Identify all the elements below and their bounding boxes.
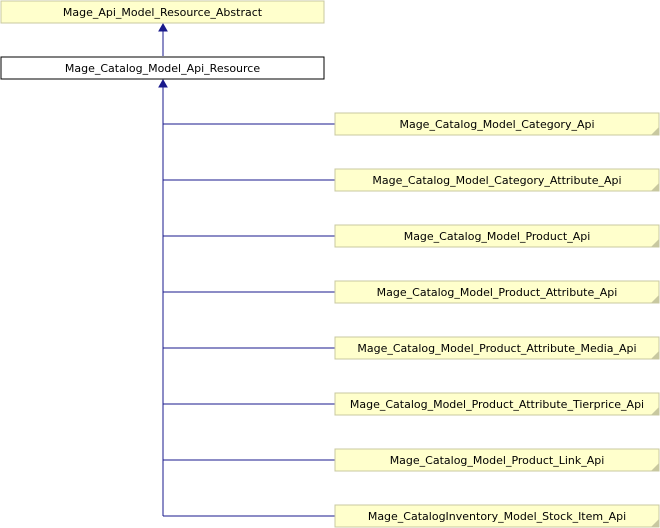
derived-class-0[interactable]: Mage_Catalog_Model_Category_Api	[163, 112, 660, 136]
derived-class-4[interactable]: Mage_Catalog_Model_Product_Attribute_Med…	[163, 336, 660, 360]
fold-corner-6	[651, 463, 659, 471]
fold-corner-4	[651, 351, 659, 359]
derived-class-label-0: Mage_Catalog_Model_Category_Api	[399, 118, 594, 131]
fold-corner-5	[651, 407, 659, 415]
derived-class-label-4: Mage_Catalog_Model_Product_Attribute_Med…	[357, 342, 636, 355]
derived-class-2[interactable]: Mage_Catalog_Model_Product_Api	[163, 224, 660, 248]
node-current-class-label: Mage_Catalog_Model_Api_Resource	[65, 62, 260, 75]
fold-corner-2	[651, 239, 659, 247]
node-base-class-label: Mage_Api_Model_Resource_Abstract	[63, 6, 263, 19]
derived-class-label-1: Mage_Catalog_Model_Category_Attribute_Ap…	[372, 174, 621, 187]
arrowhead-current	[158, 78, 168, 88]
arrowhead-base	[158, 22, 168, 32]
derived-class-7[interactable]: Mage_CatalogInventory_Model_Stock_Item_A…	[163, 504, 660, 528]
derived-class-label-6: Mage_Catalog_Model_Product_Link_Api	[390, 454, 605, 467]
derived-class-label-3: Mage_Catalog_Model_Product_Attribute_Api	[377, 286, 618, 299]
node-current-class: Mage_Catalog_Model_Api_Resource	[0, 56, 325, 80]
derived-class-label-5: Mage_Catalog_Model_Product_Attribute_Tie…	[350, 398, 644, 411]
derived-class-6[interactable]: Mage_Catalog_Model_Product_Link_Api	[163, 448, 660, 472]
fold-corner-7	[651, 519, 659, 527]
derived-class-1[interactable]: Mage_Catalog_Model_Category_Attribute_Ap…	[163, 168, 660, 192]
fold-corner-3	[651, 295, 659, 303]
derived-class-3[interactable]: Mage_Catalog_Model_Product_Attribute_Api	[163, 280, 660, 304]
derived-class-label-2: Mage_Catalog_Model_Product_Api	[404, 230, 591, 243]
derived-class-label-7: Mage_CatalogInventory_Model_Stock_Item_A…	[368, 510, 626, 523]
fold-corner-1	[651, 183, 659, 191]
derived-class-5[interactable]: Mage_Catalog_Model_Product_Attribute_Tie…	[163, 392, 660, 416]
fold-corner-0	[651, 127, 659, 135]
node-base-class[interactable]: Mage_Api_Model_Resource_Abstract	[0, 0, 325, 24]
